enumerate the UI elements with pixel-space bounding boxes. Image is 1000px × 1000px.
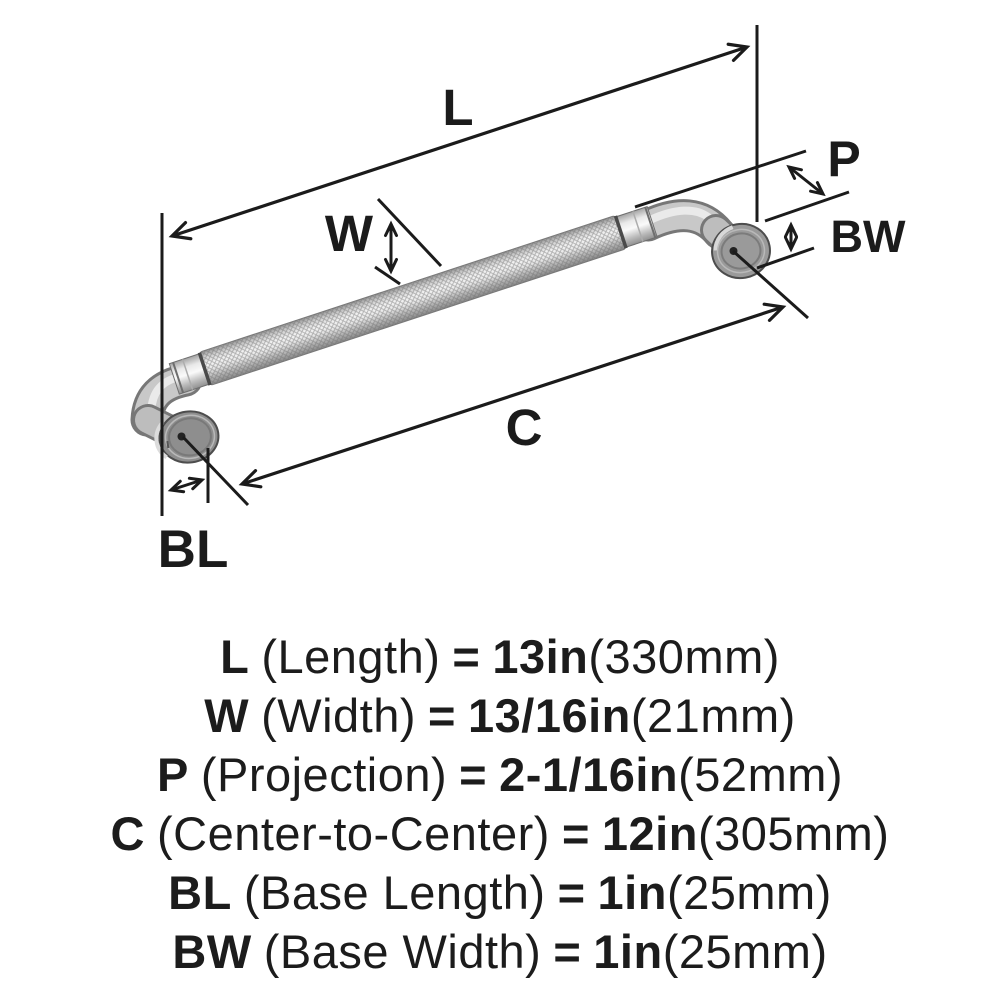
dimension-lines [160, 25, 850, 516]
spec-variable: BL [168, 866, 232, 919]
spec-name: (Width) [261, 689, 417, 742]
spec-metric: (25mm) [666, 866, 832, 919]
spec-value: 13in [492, 630, 589, 683]
label-length: L [442, 79, 473, 136]
equals-sign: = [459, 748, 488, 801]
handle-left-base [154, 410, 220, 464]
spec-variable: P [156, 748, 189, 801]
label-base-length: BL [158, 520, 229, 579]
dim-arrow-base-length [167, 476, 206, 494]
label-width: W [325, 205, 374, 262]
label-center-to-center: C [506, 399, 543, 456]
spec-metric: (25mm) [662, 925, 828, 978]
equals-sign: = [557, 866, 586, 919]
spec-variable: BW [172, 925, 252, 978]
handle-bar [168, 205, 658, 395]
spec-line-length: L(Length)=13in(330mm) [0, 627, 1000, 686]
spec-metric: (21mm) [630, 689, 796, 742]
width-short-tick [374, 265, 401, 286]
dim-line-length [168, 42, 751, 241]
spec-list: L(Length)=13in(330mm) W(Width)=13/16in(2… [0, 627, 1000, 981]
spec-metric: (330mm) [588, 630, 780, 683]
spec-variable: L [220, 630, 250, 683]
spec-line-width: W(Width)=13/16in(21mm) [0, 686, 1000, 745]
label-base-width: BW [831, 211, 906, 262]
spec-name: (Projection) [200, 748, 448, 801]
spec-name: (Length) [261, 630, 441, 683]
spec-value: 2-1/16in [499, 748, 679, 801]
equals-sign: = [553, 925, 582, 978]
width-long-tick [376, 197, 443, 268]
equals-sign: = [428, 689, 456, 742]
dim-line-center-to-center [238, 302, 787, 489]
spec-name: (Base Width) [263, 925, 542, 978]
spec-value: 13/16in [468, 689, 631, 742]
spec-metric: (305mm) [697, 807, 890, 860]
spec-name: (Base Length) [243, 866, 546, 919]
equals-sign: = [452, 630, 481, 683]
knurl-texture [200, 216, 626, 385]
spec-value: 1in [597, 866, 667, 919]
spec-variable: W [204, 689, 250, 742]
equals-sign: = [561, 807, 590, 860]
spec-value: 1in [593, 925, 663, 978]
spec-line-projection: P(Projection)=2-1/16in(52mm) [0, 745, 1000, 804]
spec-line-center-to-center: C(Center-to-Center)=12in(305mm) [0, 804, 1000, 863]
spec-name: (Center-to-Center) [156, 807, 550, 860]
projection-mid-tick [764, 190, 850, 223]
spec-line-base-length: BL(Base Length)=1in(25mm) [0, 863, 1000, 922]
spec-metric: (52mm) [678, 748, 844, 801]
spec-line-base-width: BW(Base Width)=1in(25mm) [0, 922, 1000, 981]
center-line-right [732, 249, 809, 320]
label-projection: P [827, 131, 860, 187]
spec-variable: C [110, 807, 145, 860]
base-width-bottom-tick [756, 246, 815, 270]
handle-illustration [130, 199, 771, 464]
projection-top-tick [634, 149, 807, 209]
center-line-left [181, 435, 250, 507]
dim-arrow-projection [786, 164, 826, 197]
spec-value: 12in [601, 807, 698, 860]
